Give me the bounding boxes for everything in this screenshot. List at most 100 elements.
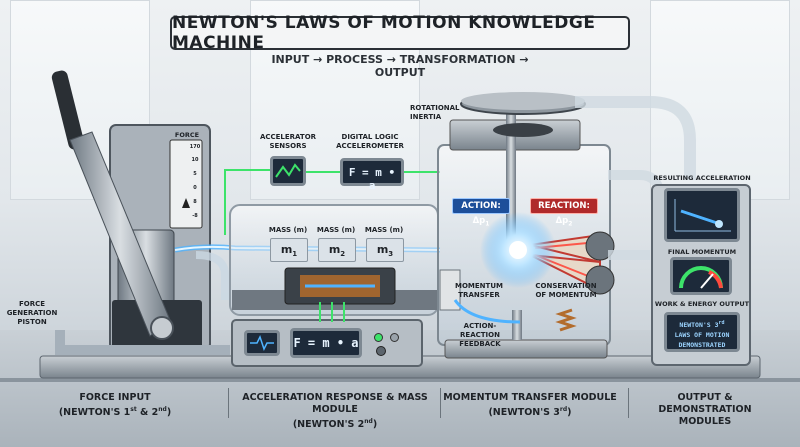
conservation-label: CONSERVATION OF MOMENTUM bbox=[528, 282, 604, 300]
gauge-tick-1: 170 bbox=[189, 144, 201, 150]
mass-label-3: MASS (m) bbox=[364, 226, 404, 234]
gauge-needle bbox=[182, 198, 190, 208]
rotational-line2: INERTIA bbox=[410, 113, 442, 121]
newton3-line2: LAWS OF MOTION bbox=[674, 331, 730, 340]
momentum-transfer-line1: MOMENTUM bbox=[455, 282, 503, 290]
acceleration-graph-icon bbox=[674, 199, 731, 232]
speed-gauge-icon bbox=[679, 266, 723, 289]
caption-momentum-line2: (NEWTON'S 3rd) bbox=[440, 404, 620, 419]
mass-2-subscript: 2 bbox=[340, 250, 346, 259]
caption-c1-sup1: st bbox=[130, 406, 137, 413]
reaction-subscript: 2 bbox=[568, 220, 573, 228]
vertical-shaft bbox=[506, 98, 516, 248]
formula-display-bottom: F = m • a bbox=[290, 328, 362, 358]
caption-c1-a: (NEWTON'S 1 bbox=[58, 407, 131, 419]
caption-force-input-line1: FORCE INPUT bbox=[79, 392, 151, 403]
mass-block-1: m1 bbox=[270, 238, 308, 262]
mass-1-subscript: 1 bbox=[292, 250, 298, 259]
accel-sensors-line1: ACCELERATOR bbox=[259, 133, 317, 141]
newton3-superscript: rd bbox=[718, 320, 725, 326]
acceleration-display bbox=[664, 188, 740, 242]
action-subscript: 1 bbox=[485, 220, 490, 228]
action-text: ACTION: Δp bbox=[461, 201, 501, 226]
accel-sensors-line2: SENSORS bbox=[269, 142, 307, 150]
console-knob[interactable] bbox=[376, 346, 386, 356]
gear bbox=[493, 123, 553, 137]
force-piston-label: FORCE GENERATION PISTON bbox=[2, 300, 62, 327]
base-rail bbox=[0, 378, 800, 382]
mass-1-symbol: m bbox=[280, 243, 293, 256]
force-piston-line2: GENERATION bbox=[6, 309, 58, 317]
caption-c1-sup2: nd bbox=[158, 406, 167, 413]
lever-pivot bbox=[150, 316, 174, 340]
newton3-line3: DEMONSTRATED bbox=[678, 341, 726, 350]
force-piston-line1: FORCE bbox=[18, 300, 46, 308]
feedback-line1: ACTION-REACTION bbox=[460, 322, 500, 339]
mass-2-symbol: m bbox=[328, 243, 341, 256]
caption-output-line2: MODULES bbox=[678, 416, 732, 427]
sensor-wave-icon bbox=[275, 163, 301, 178]
caption-output-line1: OUTPUT & DEMONSTRATION bbox=[658, 392, 752, 415]
newton3-display: NEWTON'S 3rd LAWS OF MOTION DEMONSTRATED bbox=[664, 312, 740, 352]
newton3-line1: NEWTON'S 3rd bbox=[667, 318, 737, 330]
reaction-badge: REACTION: Δp2 bbox=[530, 198, 598, 228]
bottom-plate bbox=[444, 339, 608, 359]
lever-handle bbox=[51, 70, 85, 150]
mass-label-1: MASS (m) bbox=[268, 226, 308, 234]
conservation-line1: CONSERVATION bbox=[535, 282, 597, 290]
mass-3-subscript: 3 bbox=[388, 250, 394, 259]
work-energy-label: WORK & ENERGY OUTPUT bbox=[654, 300, 750, 308]
momentum-transfer-line2: TRANSFER bbox=[458, 291, 500, 299]
action-badge: ACTION: Δp1 bbox=[452, 198, 510, 228]
caption-divider-3 bbox=[628, 388, 629, 418]
caption-momentum-line1: MOMENTUM TRANSFER MODULE bbox=[443, 392, 617, 403]
final-momentum-label: FINAL MOMENTUM bbox=[667, 248, 737, 256]
momentum-transfer-label: MOMENTUM TRANSFER bbox=[452, 282, 506, 300]
gauge-tick-5: 8 bbox=[193, 199, 197, 205]
caption-momentum: MOMENTUM TRANSFER MODULE (NEWTON'S 3rd) bbox=[440, 392, 620, 419]
momentum-gauge-display bbox=[670, 257, 732, 295]
console-mini-display bbox=[244, 330, 280, 356]
resulting-acceleration-label: RESULTING ACCELERATION bbox=[653, 174, 751, 182]
rotational-line1: ROTATIONAL bbox=[410, 104, 460, 112]
force-label: FORCE bbox=[174, 131, 200, 139]
feedback-line2: FEEDBACK bbox=[459, 340, 501, 348]
formula-display-top: F = m • a bbox=[340, 158, 404, 192]
mass-label-2: MASS (m) bbox=[316, 226, 356, 234]
gauge-tick-4: 0 bbox=[193, 185, 197, 191]
page-subtitle: INPUT → PROCESS → TRANSFORMATION → OUTPU… bbox=[271, 53, 529, 79]
rotational-inertia-label: ROTATIONAL INERTIA bbox=[410, 104, 465, 122]
caption-c3-a: (NEWTON'S 3 bbox=[488, 407, 560, 419]
gauge-tick-6: -8 bbox=[192, 213, 198, 219]
formula-top: F = m • a bbox=[348, 166, 396, 192]
mass-3-symbol: m bbox=[376, 243, 389, 256]
caption-c3-sup: rd bbox=[559, 406, 568, 413]
caption-divider-1 bbox=[228, 388, 229, 418]
caption-force-input: FORCE INPUT (NEWTON'S 1st & 2nd) bbox=[40, 392, 190, 419]
console-button-gray[interactable] bbox=[390, 333, 399, 342]
console-button-green[interactable] bbox=[374, 333, 383, 342]
reaction-text: REACTION: Δp bbox=[538, 201, 590, 226]
conservation-line2: OF MOMENTUM bbox=[535, 291, 597, 299]
caption-acceleration-line1: ACCELERATION RESPONSE & MASS MODULE bbox=[242, 392, 428, 415]
caption-c1-end: ) bbox=[166, 407, 172, 419]
page-title: NEWTON'S LAWS OF MOTION KNOWLEDGE MACHIN… bbox=[170, 13, 630, 53]
caption-c2-sup: nd bbox=[364, 418, 373, 425]
digital-logic-line1: DIGITAL LOGIC bbox=[341, 133, 399, 141]
caption-divider-2 bbox=[440, 388, 441, 418]
caption-c2-end: ) bbox=[372, 419, 378, 431]
accelerator-sensors-label: ACCELERATOR SENSORS bbox=[258, 133, 318, 151]
caption-c3-end: ) bbox=[567, 407, 572, 419]
caption-output: OUTPUT & DEMONSTRATION MODULES bbox=[630, 392, 780, 428]
newton3-text: NEWTON'S 3rd LAWS OF MOTION DEMONSTRATED bbox=[667, 318, 737, 350]
newton3-line1-text: NEWTON'S 3 bbox=[679, 321, 719, 330]
gauge-tick-3: 5 bbox=[193, 171, 197, 177]
sensor-display bbox=[270, 156, 306, 186]
mass-block-2: m2 bbox=[318, 238, 356, 262]
gauge-tick-2: 10 bbox=[191, 157, 199, 163]
digital-logic-line2: ACCELEROMETER bbox=[336, 142, 404, 150]
caption-acceleration: ACCELERATION RESPONSE & MASS MODULE (NEW… bbox=[230, 392, 440, 431]
caption-c2-a: (NEWTON'S 2 bbox=[292, 419, 365, 431]
caption-force-input-line2: (NEWTON'S 1st & 2nd) bbox=[40, 404, 190, 419]
